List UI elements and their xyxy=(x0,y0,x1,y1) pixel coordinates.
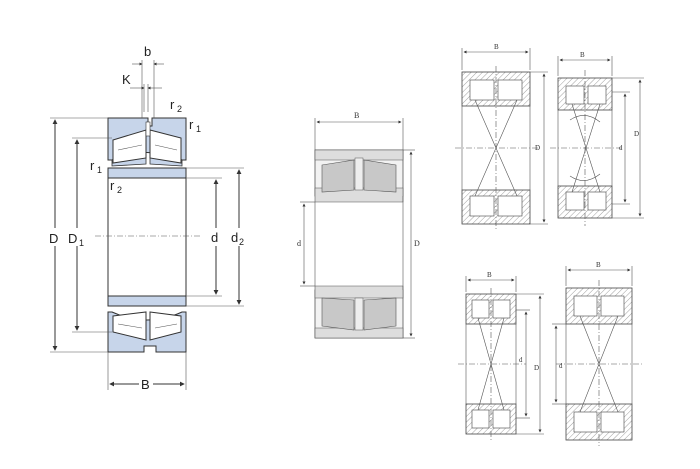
label-r2-left-sub: 2 xyxy=(117,185,122,195)
label-D-grey: D xyxy=(414,239,420,248)
sketch-bottom-left: B d D xyxy=(458,271,544,440)
label-r2-left: r xyxy=(110,178,115,193)
label-D1-sub: 1 xyxy=(79,238,84,248)
label-r1-top: r xyxy=(189,117,194,132)
label-d2-sub: 2 xyxy=(239,237,244,247)
label-D1: D xyxy=(68,231,77,246)
label-D: D xyxy=(49,231,58,246)
sketch-top-right: B d D xyxy=(550,51,644,226)
label-r1-left-sub: 1 xyxy=(97,165,102,175)
label-d: d xyxy=(211,230,218,245)
section-drawing-grey: B d D xyxy=(297,111,420,339)
label-d-grey: d xyxy=(297,239,301,248)
label-B-sketch2: B xyxy=(580,51,585,59)
label-r1-top-sub: 1 xyxy=(196,124,201,134)
bearing-top-section xyxy=(107,117,187,179)
label-d2: d xyxy=(231,230,238,245)
label-b: b xyxy=(144,44,151,59)
bearing-bottom-section xyxy=(107,295,187,353)
label-B: B xyxy=(141,377,150,392)
label-D-sketch2: D xyxy=(634,130,639,138)
label-d-sketch4: d xyxy=(559,362,563,370)
section-drawing-main: D D 1 d d 2 B b K xyxy=(47,44,251,392)
label-r2-top-sub: 2 xyxy=(177,104,182,114)
label-r1-left: r xyxy=(90,158,95,173)
label-B-grey: B xyxy=(354,111,359,120)
label-d-sketch2: d xyxy=(619,144,623,152)
label-D-sketch3: D xyxy=(534,364,539,372)
label-B-sketch4: B xyxy=(596,261,601,269)
label-r2-top: r xyxy=(170,97,175,112)
label-B-sketch3: B xyxy=(487,271,492,279)
sketch-bottom-right: B d xyxy=(552,261,642,446)
label-B-sketch1: B xyxy=(494,43,499,51)
sketch-top-left: B D xyxy=(455,43,548,230)
label-D-sketch1: D xyxy=(535,144,540,152)
label-K: K xyxy=(122,72,131,87)
label-d-sketch3: d xyxy=(519,356,523,364)
